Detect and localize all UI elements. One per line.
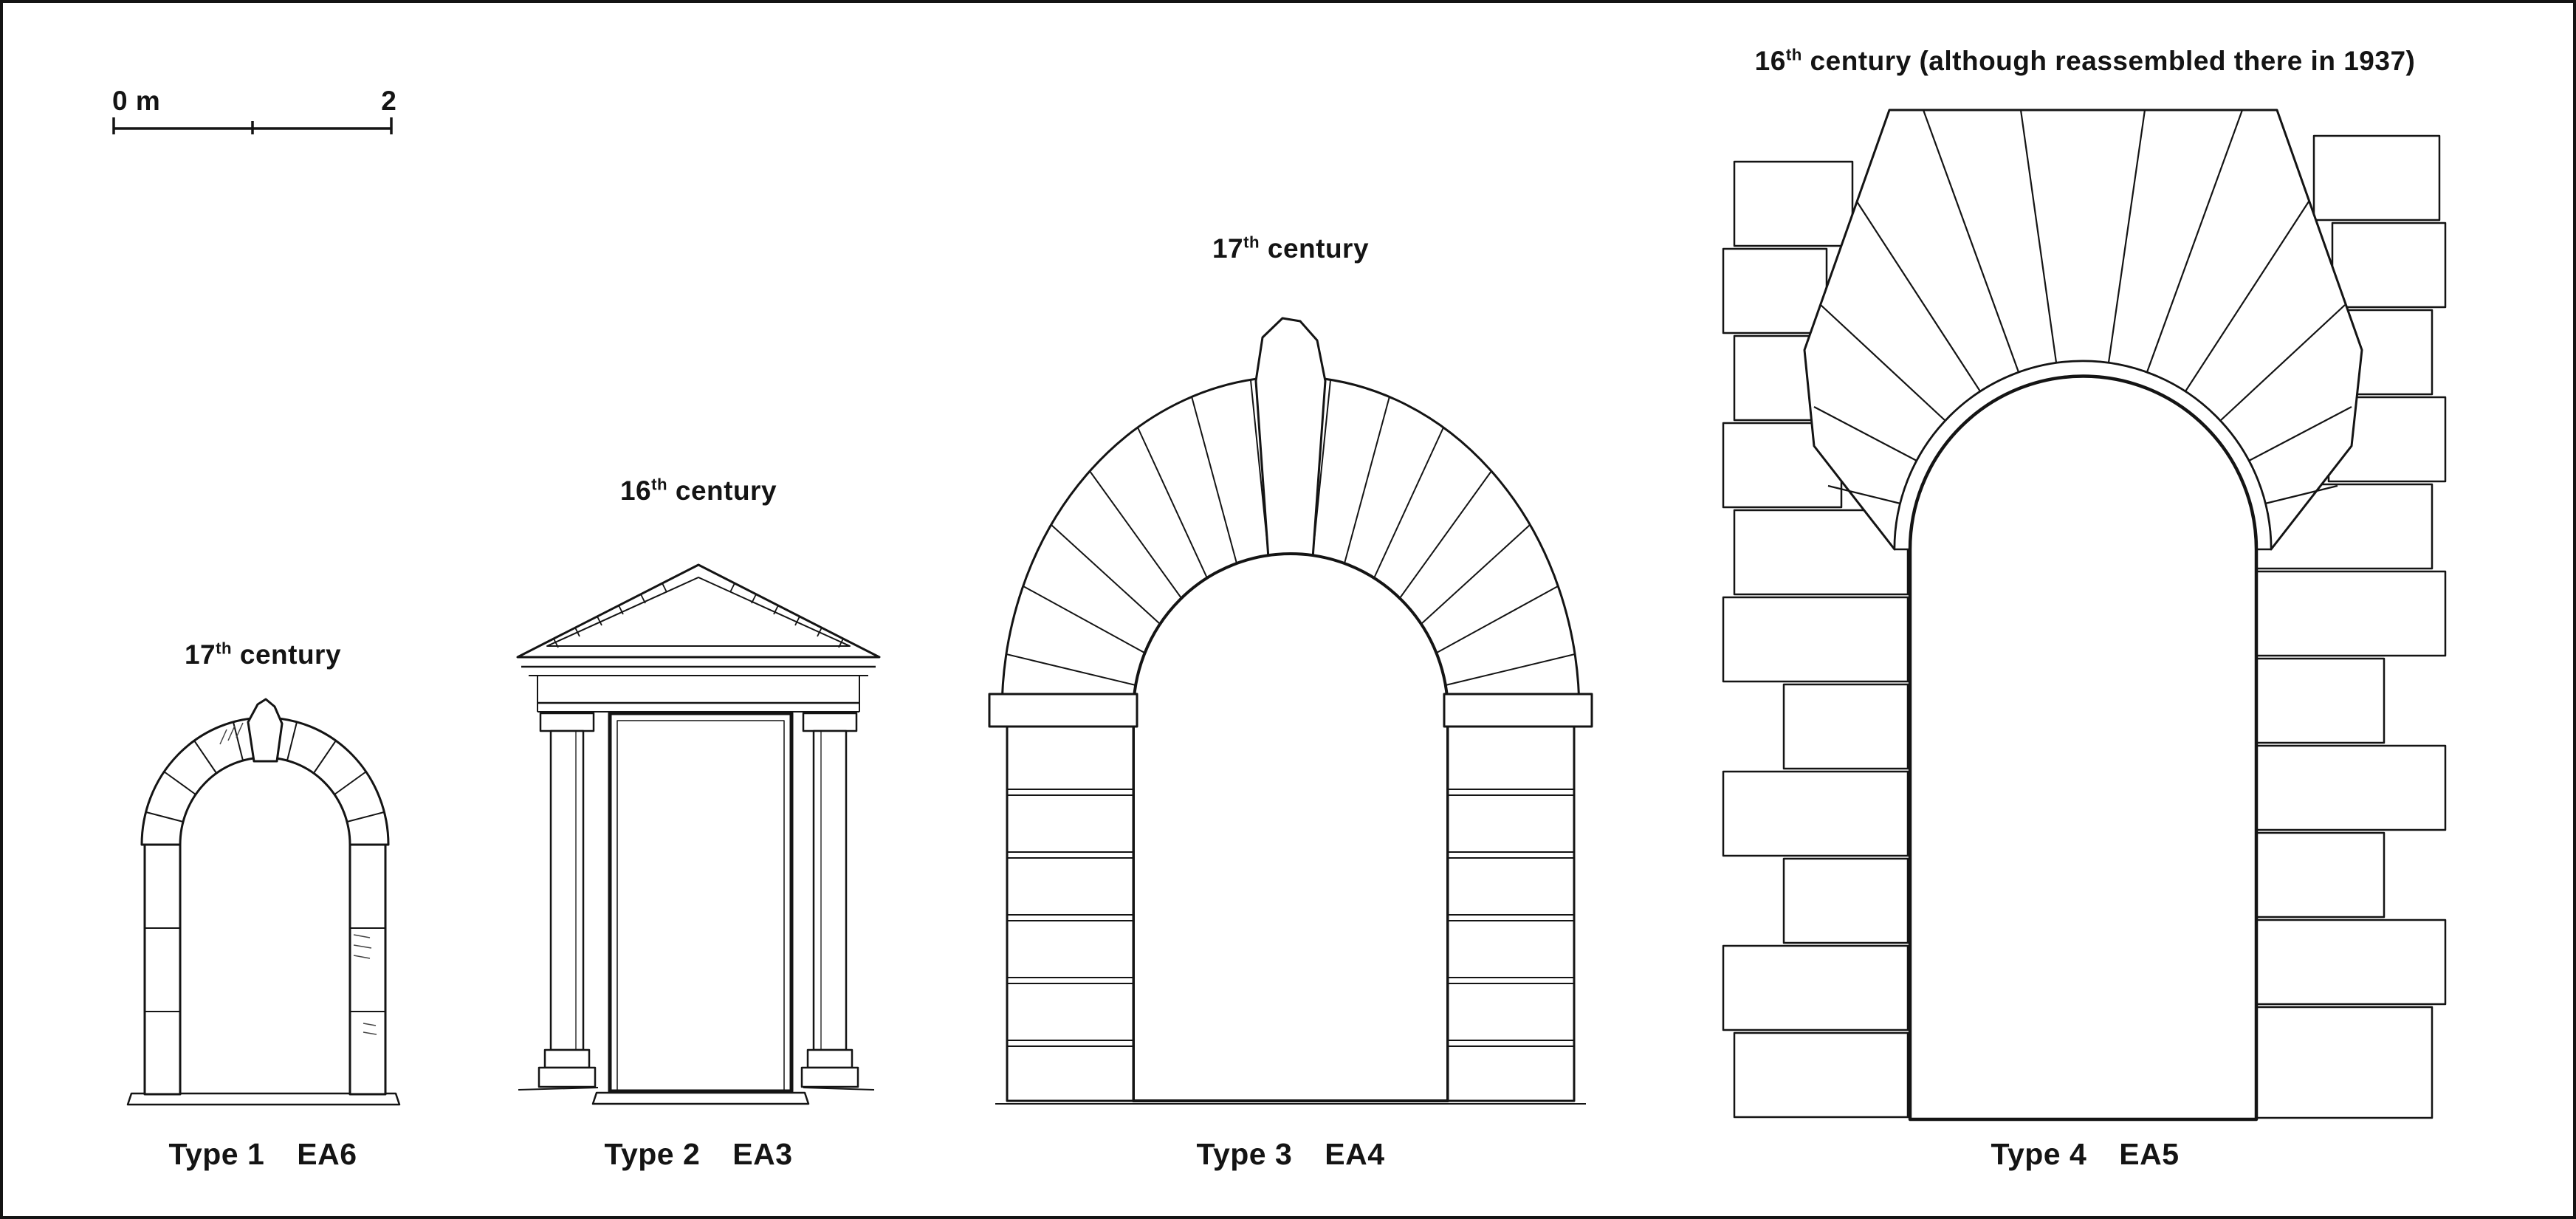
scale-bar-zero-label: 0 m xyxy=(112,86,161,116)
century-label-type-2: 16th century xyxy=(620,475,777,507)
pier-left xyxy=(1006,725,1135,1102)
century-superscript: th xyxy=(1243,233,1260,252)
jamb-right-joints xyxy=(350,927,385,1012)
pier-left-course-joints xyxy=(1007,789,1133,1047)
capital-left xyxy=(539,712,595,732)
scale-bar xyxy=(112,117,393,134)
jamb-left-joints xyxy=(145,927,180,1012)
type-code: EA4 xyxy=(1325,1137,1385,1171)
pier-right xyxy=(1446,725,1576,1102)
century-text: century xyxy=(667,475,777,506)
voussoir-joints xyxy=(145,721,385,823)
type2-doorway-drawing xyxy=(516,563,881,1105)
pier-right-course-joints xyxy=(1448,789,1574,1047)
century-superscript: th xyxy=(651,475,668,494)
sill xyxy=(126,1092,401,1106)
type-label: Type 2 xyxy=(604,1137,701,1171)
type-label: Type 1 xyxy=(168,1137,265,1171)
type-label: Type 4 xyxy=(1991,1137,2087,1171)
type-label: Type 3 xyxy=(1196,1137,1293,1171)
voussoir-joints xyxy=(1006,380,1576,686)
door-opening-inner-line xyxy=(616,720,785,1092)
type-code: EA3 xyxy=(732,1137,793,1171)
impost-right xyxy=(1443,693,1593,728)
century-text: century (although reassembled there in 1… xyxy=(1802,46,2416,76)
door-opening xyxy=(608,711,794,1093)
pilaster-left xyxy=(549,729,585,1051)
entablature-lines xyxy=(521,665,876,704)
century-superscript: th xyxy=(1785,45,1802,64)
pediment xyxy=(516,563,881,659)
base-left-upper xyxy=(543,1048,591,1069)
entablature-lines-thin xyxy=(529,675,868,712)
keystone xyxy=(247,698,284,763)
scale-bar-end-label: 2 xyxy=(381,86,397,116)
keystone xyxy=(1254,317,1327,560)
base-right-lower xyxy=(800,1066,859,1088)
type-caption-1: Type 1 EA6 xyxy=(168,1137,357,1172)
stone-hatching xyxy=(219,722,377,1035)
door-opening xyxy=(1908,374,2259,1122)
type4-doorway-drawing xyxy=(1722,109,2447,1122)
cornice-tile-hatching xyxy=(553,583,844,648)
century-number: 17 xyxy=(1212,233,1244,264)
door-opening xyxy=(1132,552,1449,1102)
century-superscript: th xyxy=(216,639,233,658)
jamb-left xyxy=(143,843,182,1096)
century-number: 16 xyxy=(619,475,652,506)
century-text: century xyxy=(232,639,342,670)
ground-fragments xyxy=(518,1087,875,1091)
century-number: 16 xyxy=(1754,46,1786,76)
century-text: century xyxy=(1260,233,1370,264)
type-code: EA6 xyxy=(297,1137,357,1171)
door-sill xyxy=(591,1091,810,1105)
base-left-lower xyxy=(537,1066,597,1088)
type1-doorway-drawing xyxy=(126,698,401,1106)
architectural-drawings xyxy=(112,109,2447,1122)
voussoir-fan-joints xyxy=(1813,109,2352,505)
quoin-blocks-right xyxy=(2255,134,2447,1119)
type-caption-3: Type 3 EA4 xyxy=(1196,1137,1384,1172)
tympanum xyxy=(546,577,851,647)
pilaster-right xyxy=(812,729,848,1051)
arch-ring xyxy=(140,716,390,846)
century-number: 17 xyxy=(184,639,216,670)
type3-doorway-drawing xyxy=(988,317,1593,1105)
century-label-type-1: 17th century xyxy=(185,639,341,670)
jamb-right xyxy=(348,843,387,1096)
type-caption-2: Type 2 EA3 xyxy=(604,1137,792,1172)
type-caption-4: Type 4 EA5 xyxy=(1991,1137,2179,1172)
impost-left xyxy=(988,693,1138,728)
capital-right xyxy=(802,712,858,732)
base-right-upper xyxy=(806,1048,853,1069)
century-label-type-4: 16th century (although reassembled there… xyxy=(1755,46,2416,77)
century-label-type-3: 17th century xyxy=(1212,233,1369,264)
type-code: EA5 xyxy=(2119,1137,2180,1171)
